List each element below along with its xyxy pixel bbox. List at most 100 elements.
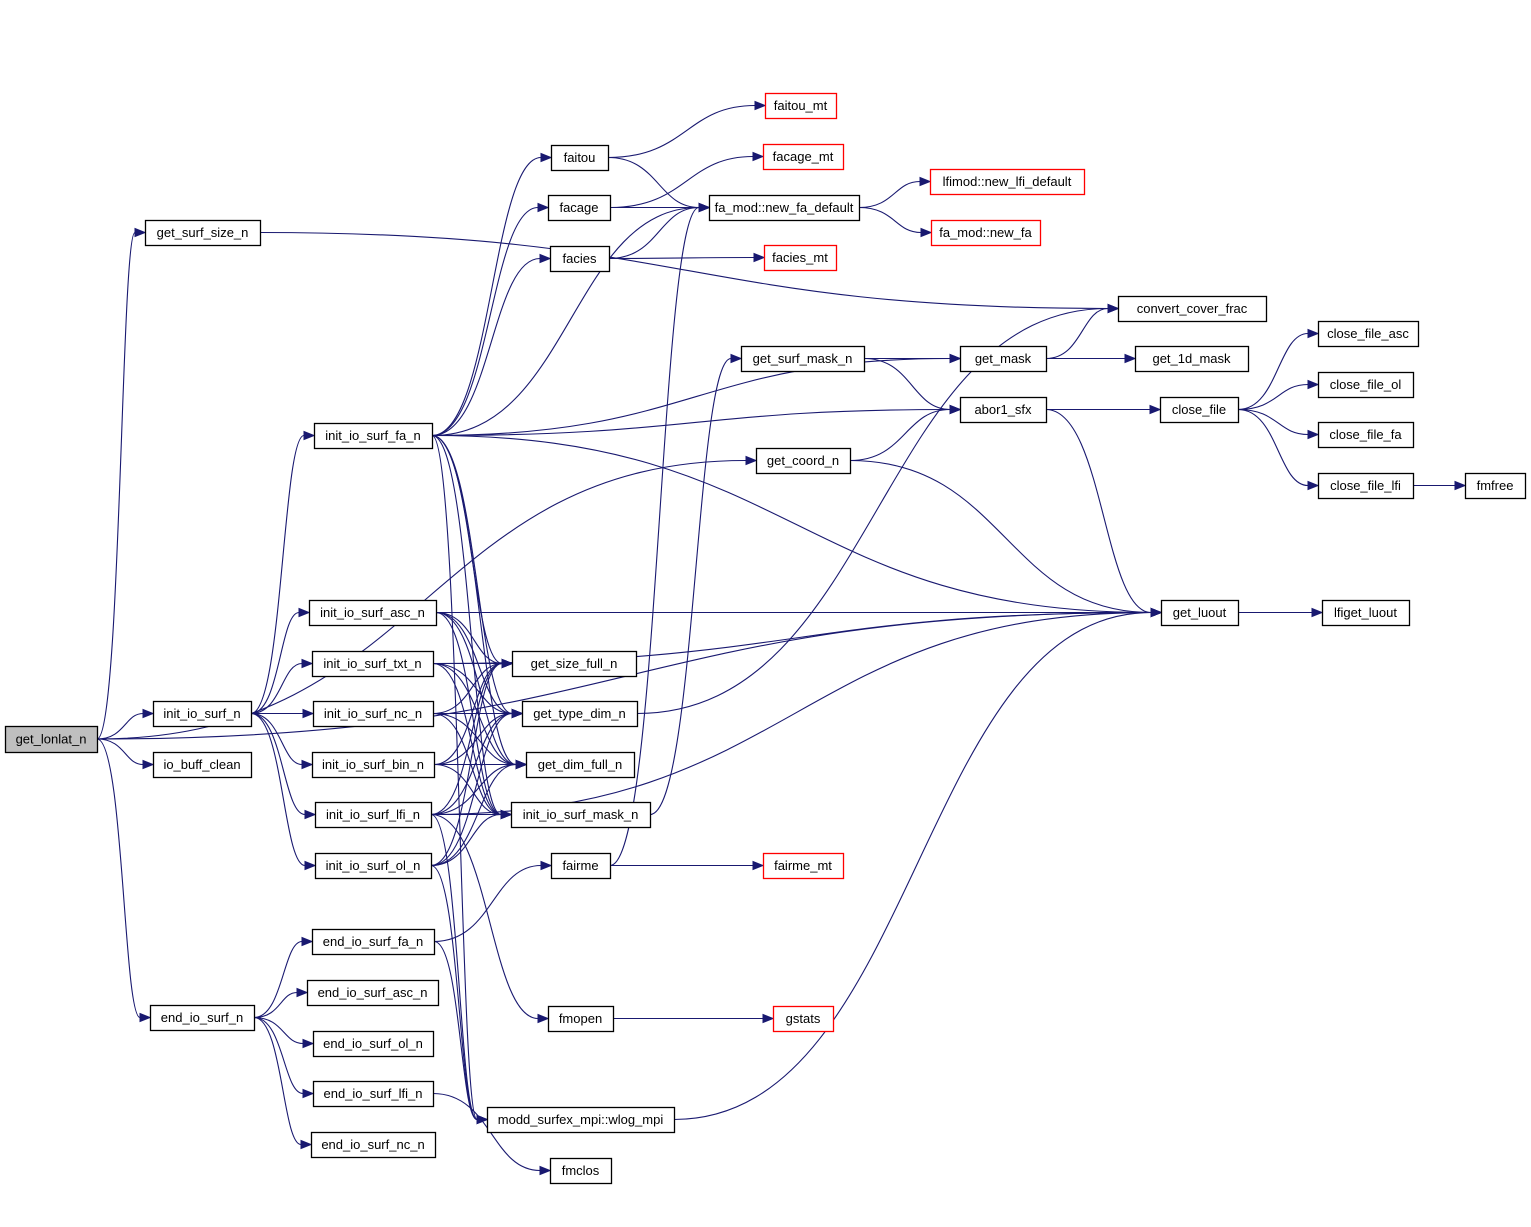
node-get-surf-mask-n[interactable]: get_surf_mask_n: [740, 345, 866, 373]
node-fairme[interactable]: fairme: [550, 852, 612, 880]
node-end-io-surf-n[interactable]: end_io_surf_n: [149, 1004, 256, 1032]
node-box[interactable]: [1160, 599, 1240, 627]
node-init-io-surf-bin-n[interactable]: init_io_surf_bin_n: [311, 751, 436, 779]
node-box[interactable]: [1317, 421, 1415, 449]
node-io-buff-clean[interactable]: io_buff_clean: [152, 751, 253, 779]
node-box[interactable]: [1134, 345, 1250, 373]
node-init-io-surf-asc-n[interactable]: init_io_surf_asc_n: [308, 599, 438, 627]
node-get-dim-full-n[interactable]: get_dim_full_n: [525, 751, 636, 779]
node-fmopen[interactable]: fmopen: [547, 1005, 615, 1033]
node-box[interactable]: [959, 396, 1048, 424]
node-lfiget-luout[interactable]: lfiget_luout: [1321, 599, 1411, 627]
node-box[interactable]: [313, 422, 434, 450]
node-init-io-surf-ol-n[interactable]: init_io_surf_ol_n: [314, 852, 433, 880]
node-end-io-surf-nc-n[interactable]: end_io_surf_nc_n: [310, 1131, 437, 1159]
node-box[interactable]: [486, 1106, 676, 1134]
node-box[interactable]: [772, 1005, 835, 1033]
node-box[interactable]: [312, 700, 435, 728]
node-init-io-surf-lfi-n[interactable]: init_io_surf_lfi_n: [314, 801, 433, 829]
node-box[interactable]: [762, 852, 845, 880]
node-close-file[interactable]: close_file: [1159, 396, 1240, 424]
node-box[interactable]: [1317, 472, 1415, 500]
node-close-file-asc[interactable]: close_file_asc: [1317, 320, 1420, 348]
node-box[interactable]: [1117, 295, 1268, 323]
node-box[interactable]: [152, 700, 253, 728]
node-box[interactable]: [755, 447, 852, 475]
node-box[interactable]: [152, 751, 253, 779]
node-box[interactable]: [4, 725, 99, 754]
node-box[interactable]: [311, 928, 436, 956]
node-box[interactable]: [930, 219, 1042, 247]
node-box[interactable]: [764, 92, 838, 120]
node-box[interactable]: [511, 650, 638, 678]
node-box[interactable]: [521, 700, 639, 728]
node-lfimod-new-lfi-default[interactable]: lfimod::new_lfi_default: [929, 168, 1086, 196]
node-box[interactable]: [310, 1131, 437, 1159]
node-abor1-sfx[interactable]: abor1_sfx: [959, 396, 1048, 424]
node-init-io-surf-mask-n[interactable]: init_io_surf_mask_n: [510, 801, 652, 829]
node-fmclos[interactable]: fmclos: [549, 1157, 613, 1185]
node-faitou-mt[interactable]: faitou_mt: [764, 92, 838, 120]
node-close-file-ol[interactable]: close_file_ol: [1317, 371, 1415, 399]
node-box[interactable]: [311, 650, 435, 678]
node-get-coord-n[interactable]: get_coord_n: [755, 447, 852, 475]
node-box[interactable]: [510, 801, 652, 829]
node-box[interactable]: [959, 345, 1048, 373]
node-faitou[interactable]: faitou: [550, 144, 610, 172]
node-box[interactable]: [1317, 371, 1415, 399]
node-box[interactable]: [1317, 320, 1420, 348]
node-box[interactable]: [1464, 472, 1527, 500]
node-box[interactable]: [762, 143, 845, 171]
node-box[interactable]: [929, 168, 1086, 196]
node-end-io-surf-asc-n[interactable]: end_io_surf_asc_n: [306, 979, 440, 1007]
node-facies-mt[interactable]: facies_mt: [763, 244, 838, 272]
node-init-io-surf-n[interactable]: init_io_surf_n: [152, 700, 253, 728]
node-end-io-surf-ol-n[interactable]: end_io_surf_ol_n: [312, 1030, 435, 1058]
node-close-file-lfi[interactable]: close_file_lfi: [1317, 472, 1415, 500]
node-box[interactable]: [308, 599, 438, 627]
node-get-type-dim-n[interactable]: get_type_dim_n: [521, 700, 639, 728]
node-modd-surfex-mpi-wlog-mpi[interactable]: modd_surfex_mpi::wlog_mpi: [486, 1106, 676, 1134]
node-box[interactable]: [312, 1030, 435, 1058]
node-gstats[interactable]: gstats: [772, 1005, 835, 1033]
node-convert-cover-frac[interactable]: convert_cover_frac: [1117, 295, 1268, 323]
node-box[interactable]: [547, 1005, 615, 1033]
node-init-io-surf-txt-n[interactable]: init_io_surf_txt_n: [311, 650, 435, 678]
node-get-1d-mask[interactable]: get_1d_mask: [1134, 345, 1250, 373]
node-close-file-fa[interactable]: close_file_fa: [1317, 421, 1415, 449]
node-get-lonlat-n[interactable]: get_lonlat_n: [4, 725, 99, 754]
node-fmfree[interactable]: fmfree: [1464, 472, 1527, 500]
node-box[interactable]: [550, 852, 612, 880]
node-box[interactable]: [311, 751, 436, 779]
node-end-io-surf-fa-n[interactable]: end_io_surf_fa_n: [311, 928, 436, 956]
node-fa-mod-new-fa-default[interactable]: fa_mod::new_fa_default: [708, 194, 861, 222]
node-box[interactable]: [144, 219, 262, 247]
node-box[interactable]: [314, 801, 433, 829]
node-box[interactable]: [547, 194, 612, 222]
node-facies[interactable]: facies: [549, 245, 611, 273]
node-facage[interactable]: facage: [547, 194, 612, 222]
node-fa-mod-new-fa[interactable]: fa_mod::new_fa: [930, 219, 1042, 247]
node-box[interactable]: [549, 1157, 613, 1185]
node-init-io-surf-nc-n[interactable]: init_io_surf_nc_n: [312, 700, 435, 728]
node-box[interactable]: [306, 979, 440, 1007]
node-box[interactable]: [525, 751, 636, 779]
node-box[interactable]: [312, 1080, 435, 1108]
node-box[interactable]: [549, 245, 611, 273]
node-box[interactable]: [149, 1004, 256, 1032]
node-box[interactable]: [314, 852, 433, 880]
node-get-size-full-n[interactable]: get_size_full_n: [511, 650, 638, 678]
node-box[interactable]: [1159, 396, 1240, 424]
node-box[interactable]: [550, 144, 610, 172]
node-init-io-surf-fa-n[interactable]: init_io_surf_fa_n: [313, 422, 434, 450]
node-box[interactable]: [1321, 599, 1411, 627]
node-get-surf-size-n[interactable]: get_surf_size_n: [144, 219, 262, 247]
node-get-luout[interactable]: get_luout: [1160, 599, 1240, 627]
node-end-io-surf-lfi-n[interactable]: end_io_surf_lfi_n: [312, 1080, 435, 1108]
node-box[interactable]: [763, 244, 838, 272]
node-get-mask[interactable]: get_mask: [959, 345, 1048, 373]
node-fairme-mt[interactable]: fairme_mt: [762, 852, 845, 880]
node-box[interactable]: [740, 345, 866, 373]
node-box[interactable]: [708, 194, 861, 222]
node-facage-mt[interactable]: facage_mt: [762, 143, 845, 171]
